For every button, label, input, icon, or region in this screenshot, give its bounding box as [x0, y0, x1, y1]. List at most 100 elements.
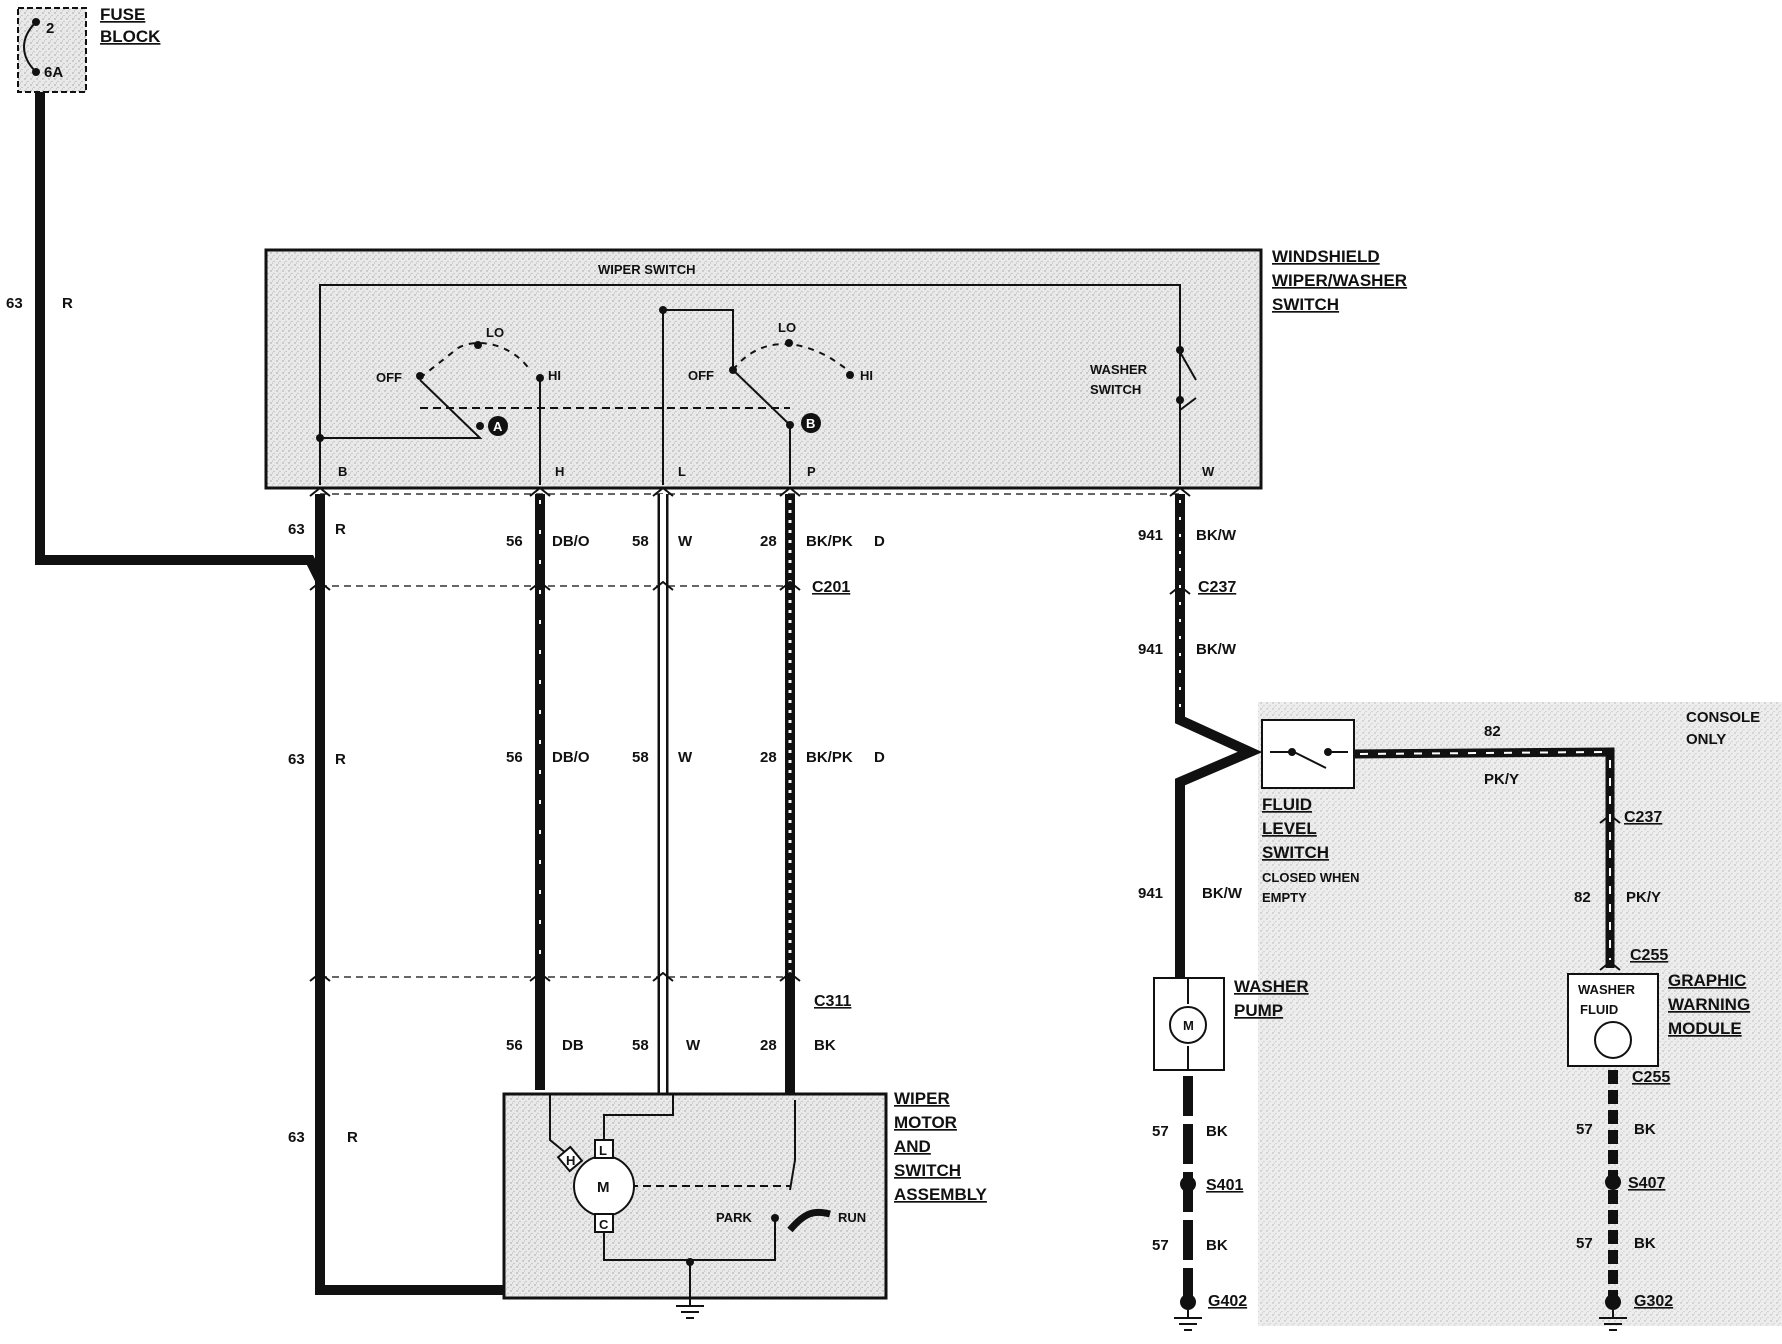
wire-56-upper-color: DB/O [552, 533, 590, 550]
wire-57-pump-upper-color: BK [1206, 1123, 1228, 1140]
switch-title-2: WIPER/WASHER [1272, 271, 1407, 290]
wire-28-mid-circuit: 28 [760, 749, 777, 766]
terminal-hi-box [556, 1145, 584, 1173]
wire-63-upper-color: R [335, 521, 346, 538]
wire-57-pump-upper-circuit: 57 [1152, 1123, 1169, 1140]
fluid-level-switch-note-1: CLOSED WHEN [1262, 870, 1360, 885]
wiper-motor-terminal-hi: H [566, 1153, 575, 1168]
wiper-switch-inner-label: WIPER SWITCH [598, 262, 696, 277]
washer-fluid-lamp [1594, 1021, 1632, 1059]
fuse-block-title-1: FUSE [100, 5, 145, 24]
wire-58-lower-circuit: 58 [632, 1037, 649, 1054]
wiper-motor-ground-icon [676, 1290, 704, 1319]
wire-56-mid-color: DB/O [552, 749, 590, 766]
wire-941-lower-color: BK/W [1202, 885, 1243, 902]
fluid-level-switch-title-3: SWITCH [1262, 843, 1329, 862]
wire-82-upper-circuit: 82 [1484, 723, 1501, 740]
wiper-motor-run: RUN [838, 1210, 866, 1225]
pole-a-hi-label: HI [548, 368, 561, 383]
pole-a-marker-label: A [493, 419, 503, 434]
warning-lamp-label-1: WASHER [1578, 982, 1636, 997]
pole-a-lo-label: LO [486, 325, 504, 340]
wiper-motor-title-3: AND [894, 1137, 931, 1156]
wire-58-lower-color: W [686, 1037, 701, 1054]
console-label-1: CONSOLE [1686, 709, 1760, 726]
washer-pump-title-1: WASHER [1234, 977, 1309, 996]
wire-58-mid-color: W [678, 749, 693, 766]
wiper-switch-contacts [316, 306, 1184, 442]
wire-63-upper-circuit: 63 [288, 521, 305, 538]
splice-s407: S407 [1628, 1175, 1665, 1192]
wiper-motor-housing [502, 1092, 888, 1300]
splice-s401-dot [1180, 1176, 1196, 1192]
wire-28-lower-color: BK [814, 1037, 836, 1054]
pole-a-marker [488, 416, 508, 436]
terminal-p: P [807, 464, 816, 479]
wire-28-upper-circuit: 28 [760, 533, 777, 550]
wire-56-lower-color: DB [562, 1037, 584, 1054]
wire-57-pump-lower-circuit: 57 [1152, 1237, 1169, 1254]
warning-module-title-3: MODULE [1668, 1019, 1742, 1038]
pole-b-off-label: OFF [688, 368, 714, 383]
console-region [1258, 702, 1782, 1326]
fluid-level-switch-contacts [1270, 748, 1348, 769]
wire-57-module-upper-color: BK [1634, 1121, 1656, 1138]
connector-c237-washer: C237 [1198, 579, 1236, 596]
fluid-level-switch-title-2: LEVEL [1262, 819, 1317, 838]
terminal-b: B [338, 464, 347, 479]
console-label-2: ONLY [1686, 731, 1726, 748]
warning-wire-82 [1353, 747, 1615, 968]
wire-941-upper-color: BK/W [1196, 527, 1237, 544]
wire-63-mid-circuit: 63 [288, 751, 305, 768]
ground-g302-dot [1605, 1294, 1621, 1310]
wire-56-mid-circuit: 56 [506, 749, 523, 766]
motor-ground-point [686, 1258, 694, 1266]
wiper-motor-title-5: ASSEMBLY [894, 1185, 988, 1204]
terminal-common-box [594, 1213, 614, 1233]
wire-63-lower-circuit: 63 [288, 1129, 305, 1146]
pole-b-marker-label: B [806, 416, 815, 431]
wiper-motor-park: PARK [716, 1210, 752, 1225]
connector-c255-lower: C255 [1632, 1069, 1670, 1086]
connector-c311: C311 [814, 993, 851, 1010]
splice-s401: S401 [1206, 1177, 1243, 1194]
warning-module-title-2: WARNING [1668, 995, 1750, 1014]
pole-a-off-label: OFF [376, 370, 402, 385]
wire-58-upper-color: W [678, 533, 693, 550]
connector-c201: C201 [812, 579, 850, 596]
ground-g402: G402 [1208, 1293, 1247, 1310]
splice-s407-dot [1605, 1174, 1621, 1190]
wire-28-upper-suffix: D [874, 533, 885, 550]
wire-28-mid-suffix: D [874, 749, 885, 766]
ground-g402-dot [1180, 1294, 1196, 1310]
pole-b-marker [801, 413, 821, 433]
terminal-low-box [594, 1139, 614, 1159]
terminal-w: W [1202, 464, 1215, 479]
connector-dashes [320, 493, 1183, 978]
wire-28-mid-color: BK/PK [806, 749, 853, 766]
wiper-motor-title-1: WIPER [894, 1089, 950, 1108]
ground-g402-icon [1174, 1310, 1202, 1331]
fluid-level-switch-title-1: FLUID [1262, 795, 1312, 814]
pole-b-hi-label: HI [860, 368, 873, 383]
connector-c237-module: C237 [1624, 809, 1662, 826]
switch-title-3: SWITCH [1272, 295, 1339, 314]
fuse-rating: 6A [44, 64, 63, 81]
wire-57-pump-lower-color: BK [1206, 1237, 1228, 1254]
fuse-number: 2 [46, 20, 54, 37]
wire-56-lower-circuit: 56 [506, 1037, 523, 1054]
wire-941-mid-circuit: 941 [1138, 641, 1163, 658]
wiper-motor-terminal-low: L [599, 1143, 607, 1158]
terminal-l: L [678, 464, 686, 479]
wire-82-lower-color: PK/Y [1626, 889, 1661, 906]
terminal-h: H [555, 464, 564, 479]
wire-56-upper-circuit: 56 [506, 533, 523, 550]
washer-pump-symbol: M [1183, 1018, 1194, 1033]
wire-63-mid-color: R [335, 751, 346, 768]
pole-b-lo-label: LO [778, 320, 796, 335]
park-contact [771, 1214, 779, 1222]
ground-g302: G302 [1634, 1293, 1673, 1310]
washer-pump-title-2: PUMP [1234, 1001, 1283, 1020]
washer-pump-motor [1169, 1006, 1207, 1044]
wire-941-lower-circuit: 941 [1138, 885, 1163, 902]
